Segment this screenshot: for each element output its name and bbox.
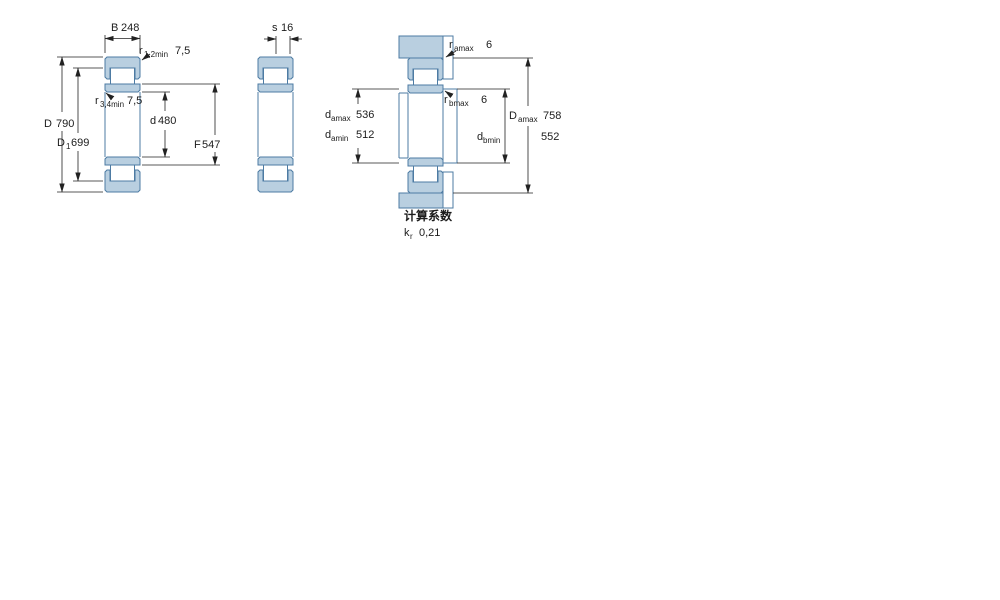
- dim-d-value: 480: [158, 115, 176, 127]
- dim-F-label: F: [194, 139, 201, 151]
- dim-rbmax-sub: bmax: [449, 99, 469, 108]
- factor-kr-label: k: [404, 227, 410, 239]
- dim-s-label: s: [272, 22, 278, 34]
- dim-r12-sub: 1,2min: [144, 50, 168, 59]
- dim-rbmax-label: r: [444, 94, 448, 106]
- dim-Damax-value: 758: [543, 110, 561, 122]
- view-abutment: r amax 6 r bmax 6 d amax 536 d amin 512 …: [325, 35, 561, 209]
- dim-damin-label: d: [325, 129, 331, 141]
- dim-D1-label: D: [57, 137, 65, 149]
- dim-r34-label: r: [95, 95, 99, 107]
- dim-d-label: d: [150, 115, 156, 127]
- dim-r34-value: 7,5: [127, 95, 142, 107]
- shaft: [398, 92, 408, 159]
- factor-kr-value: 0,21: [419, 227, 440, 239]
- dim-dbmin-label: d: [477, 131, 483, 143]
- calculation-factors: 计算系数 k r 0,21: [404, 208, 453, 241]
- bearing-section-left: [104, 56, 141, 193]
- dim-D-value: 790: [56, 118, 74, 130]
- factors-title: 计算系数: [404, 208, 453, 223]
- dim-dbmin-value: 552: [541, 131, 559, 143]
- dim-D-label: D: [44, 118, 52, 130]
- dim-r12-label: r: [139, 45, 143, 57]
- dim-damax-label: d: [325, 109, 331, 121]
- dim-Damax-sub: amax: [518, 115, 538, 124]
- bearing-section-right: [407, 57, 444, 194]
- dim-damax-sub: amax: [331, 114, 351, 123]
- housing-shoulder-top: [442, 35, 454, 80]
- view-side-section: s 16: [257, 22, 302, 193]
- housing-bottom: [398, 192, 444, 209]
- dim-s-value: 16: [281, 22, 293, 34]
- dim-B-label: B: [111, 22, 118, 34]
- housing-shoulder-bottom: [442, 171, 454, 209]
- shaft-shoulder: [442, 88, 458, 164]
- dim-damin-sub: amin: [331, 134, 348, 143]
- dim-dbmin-sub: bmin: [483, 136, 500, 145]
- dim-D1-sub: 1: [66, 142, 71, 151]
- dim-r34-sub: 3,4min: [100, 100, 124, 109]
- dim-ramax-label: r: [449, 39, 453, 51]
- dim-r12-value: 7,5: [175, 45, 190, 57]
- dim-ramax-value: 6: [486, 39, 492, 51]
- factor-kr-sub: r: [410, 232, 413, 241]
- housing-top: [398, 35, 444, 59]
- dim-D1-value: 699: [71, 137, 89, 149]
- dim-ramax-sub: amax: [454, 44, 474, 53]
- dim-rbmax-value: 6: [481, 94, 487, 106]
- dim-damin-value: 512: [356, 129, 374, 141]
- dim-damax-value: 536: [356, 109, 374, 121]
- view-cross-section: B 248 r 1,2min 7,5 r 3,4min 7,5 D 790 D …: [44, 22, 220, 193]
- dim-F-value: 547: [202, 139, 220, 151]
- dim-Damax-label: D: [509, 110, 517, 122]
- bearing-section-middle: [257, 56, 294, 193]
- dim-B-value: 248: [121, 22, 139, 34]
